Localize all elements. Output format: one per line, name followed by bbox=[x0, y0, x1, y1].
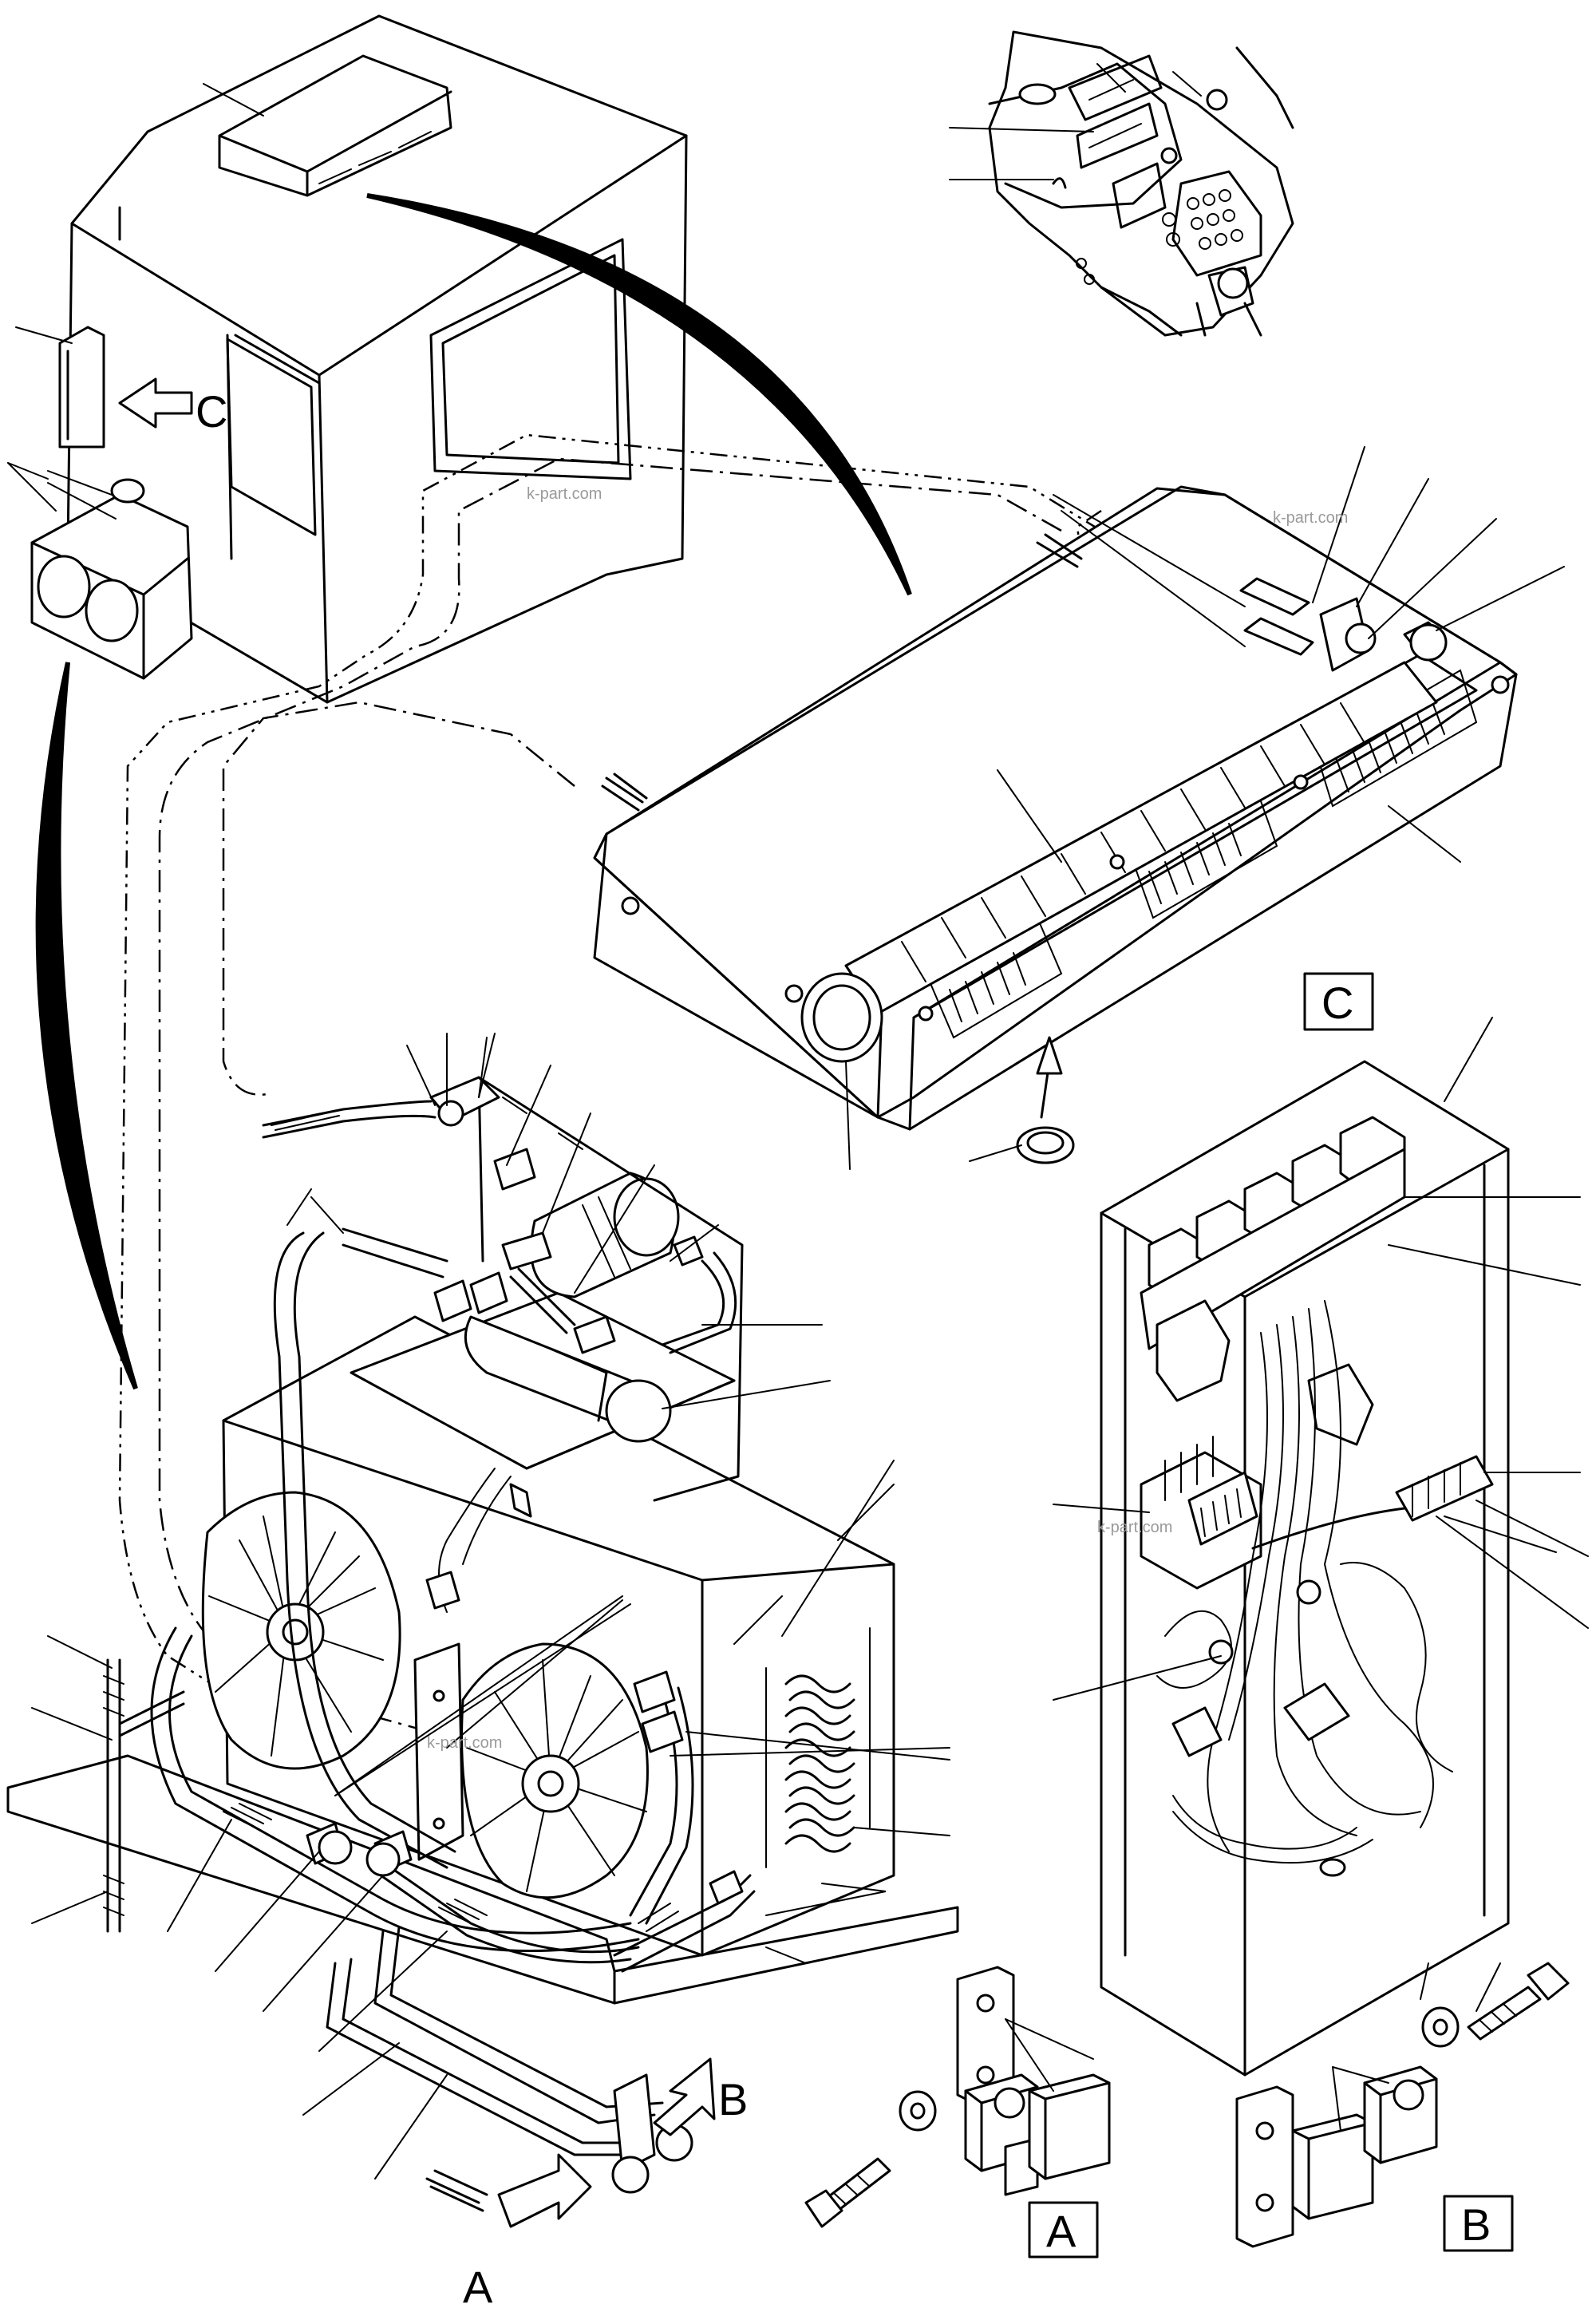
watermark-1: k-part.com bbox=[527, 485, 602, 503]
arrow-b-label: B bbox=[718, 2074, 748, 2124]
watermark-4: k-part.com bbox=[1097, 1519, 1172, 1536]
electrical-box bbox=[1053, 1017, 1589, 2077]
connector-arc-top bbox=[366, 193, 912, 596]
callout-c-arrow bbox=[118, 377, 193, 429]
evaporator-unit bbox=[593, 446, 1565, 1170]
watermark-2: k-part.com bbox=[1273, 509, 1348, 527]
clamp-detail-a bbox=[804, 1966, 1111, 2228]
detail-box-b bbox=[1443, 2195, 1514, 2252]
arrow-icon bbox=[1036, 1036, 1063, 1075]
arrow-a-label: A bbox=[463, 2262, 493, 2304]
detail-box-b-label: B bbox=[1461, 2199, 1491, 2250]
arrow-icon bbox=[497, 2153, 592, 2228]
fan-icon bbox=[201, 1491, 401, 1770]
condenser-unit bbox=[6, 1033, 959, 2228]
condenser-coil bbox=[765, 1627, 871, 1868]
arrow-icon bbox=[118, 377, 193, 429]
detail-box-c-label: C bbox=[1321, 978, 1353, 1028]
arrow-icon bbox=[653, 2057, 716, 2136]
clamp-detail-b bbox=[1235, 1962, 1570, 2248]
dashboard-panel bbox=[949, 30, 1294, 337]
fan-icon bbox=[460, 1642, 649, 1899]
callout-c-label: C bbox=[196, 386, 227, 437]
detail-box-a-label: A bbox=[1046, 2206, 1077, 2256]
hose-routing-lines bbox=[118, 433, 1102, 1769]
connector-arc-left bbox=[35, 662, 138, 1390]
cab-outline bbox=[7, 14, 688, 704]
detail-box-c bbox=[1303, 972, 1374, 1031]
watermark-3: k-part.com bbox=[427, 1734, 502, 1752]
detail-box-a bbox=[1028, 2201, 1099, 2259]
